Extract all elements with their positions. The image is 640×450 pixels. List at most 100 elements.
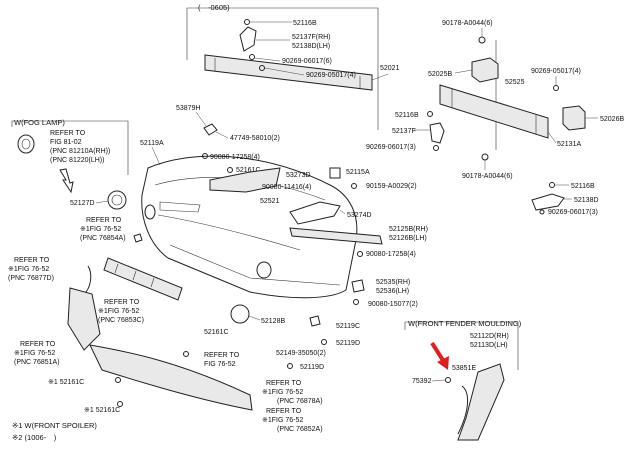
- label-52128B: 52128B: [261, 318, 285, 325]
- note7-l3: (PNC 76852A): [277, 426, 323, 433]
- clip: [183, 351, 189, 357]
- footnote-2: ※2 (1006- ): [12, 433, 57, 442]
- fog-pnc1: (PNC 81210A(RH)): [50, 148, 110, 155]
- bolt: [244, 19, 250, 25]
- bolt: [287, 363, 293, 369]
- nut: [478, 36, 486, 44]
- moulding-bracket: [404, 321, 519, 370]
- bracket-52137F-right: [429, 122, 445, 144]
- grille-bar: [114, 263, 119, 274]
- bolt: [321, 339, 327, 345]
- bracket-53273D: [209, 167, 281, 193]
- label-52525: 52525: [505, 79, 525, 86]
- label-90269-06017-3-b: 90269-06017(3): [548, 209, 598, 216]
- label-47749: 47749-58010(2): [230, 135, 280, 142]
- fog-lamp-group: W(FOG LAMP) REFER TO FIG 81-02 (PNC 8121…: [11, 118, 129, 210]
- front-spoiler: [89, 344, 253, 411]
- fog-cover-lower: [230, 304, 250, 324]
- label-52021: 52021: [380, 65, 400, 72]
- label-52119C: 52119C: [336, 323, 360, 330]
- moulding-76877D: [85, 265, 92, 293]
- label-90080-17258-4-b: 90080-17258(4): [366, 251, 416, 258]
- label-90178-top: 90178-A0044(6): [442, 20, 493, 27]
- grille-76853C: [103, 257, 183, 301]
- bumper-group: 53879H 47749-58010(2) 52119A 90080-17258…: [140, 105, 428, 308]
- top-bracket-line: [186, 7, 379, 14]
- bracket-52026B: [562, 105, 586, 131]
- label-52137F-RH: 52137F(RH): [292, 34, 331, 41]
- fog-hole: [144, 204, 156, 220]
- bolt: [353, 299, 359, 305]
- clip-53879H: [203, 123, 218, 136]
- bolt: [357, 251, 363, 257]
- label-52161C-d: ※1 52161C: [84, 407, 120, 414]
- arrow-icon: [59, 168, 74, 194]
- nut: [481, 153, 489, 161]
- bolt: [202, 153, 208, 159]
- bolt: [553, 85, 559, 91]
- bracket-52025B: [471, 57, 499, 83]
- bolt: [259, 65, 265, 71]
- label-90269-06017-6: 90269-06017(6): [282, 58, 332, 65]
- fog-refer: REFER TO: [50, 130, 86, 137]
- note6-l2: ※1FIG 76-52: [262, 389, 303, 396]
- leader: [339, 209, 346, 215]
- right-group: 90178-A0044(6) 52025B 52525 90269-05017(…: [366, 20, 624, 216]
- label-53273D: 53273D: [286, 172, 311, 179]
- fog-lamp-icon: [17, 134, 35, 154]
- retainer-52125B: [289, 227, 383, 245]
- note2-l3: (PNC 76877D): [8, 275, 54, 282]
- label-52161C-b: 52161C: [204, 329, 229, 336]
- leader: [454, 69, 473, 74]
- red-arrow-icon: [430, 341, 446, 364]
- note6-l3: (PNC 76878A): [277, 398, 323, 405]
- label-52025B: 52025B: [428, 71, 452, 78]
- moulding-title: W(FRONT FENDER MOULDING): [408, 319, 522, 328]
- label-52119D-b: 52119D: [300, 364, 324, 371]
- bolt: [427, 111, 433, 117]
- clip-76854A: [133, 233, 143, 243]
- leader: [95, 200, 109, 204]
- label-90080-17258-4-a: 90080-17258(4): [210, 154, 260, 161]
- clip-52119C: [309, 315, 321, 327]
- top-bracket-label: ( -0605): [198, 3, 230, 12]
- bracket-52137F: [239, 26, 257, 52]
- bolt: [115, 377, 121, 383]
- fog-pnc2: (PNC 81220(LH)): [50, 157, 104, 164]
- label-90269-05017-4-b: 90269-05017(4): [531, 68, 581, 75]
- label-52026B: 52026B: [600, 116, 624, 123]
- note1-l3: (PNC 76854A): [80, 235, 126, 242]
- label-52536-LH: 52536(LH): [376, 288, 409, 295]
- label-52131A: 52131A: [557, 141, 581, 148]
- label-90159: 90159-A0029(2): [366, 183, 417, 190]
- label-52535-RH: 52535(RH): [376, 279, 410, 286]
- fog-hole: [256, 261, 272, 279]
- note7-l1: REFER TO: [266, 408, 302, 415]
- note6-l1: REFER TO: [266, 380, 302, 387]
- label-52161C-c: ※1 52161C: [48, 379, 84, 386]
- label-52126B-LH: 52126B(LH): [389, 235, 427, 242]
- leader: [431, 379, 446, 382]
- note4-l1: REFER TO: [20, 341, 56, 348]
- label-52138D: 52138D: [574, 197, 599, 204]
- top-group: ( -0605) 52021 52116B 52137F(RH) 52138D(…: [186, 3, 400, 130]
- label-52137F: 52137F: [392, 128, 416, 135]
- note3-l3: (PNC 76853C): [98, 317, 144, 324]
- label-52125B-RH: 52125B(RH): [389, 226, 428, 233]
- bolt: [249, 54, 255, 60]
- spoiler-side-76851A: [67, 287, 101, 351]
- leader: [254, 57, 281, 62]
- fog-lamp-cover: [107, 190, 127, 210]
- note3-l2: ※1FIG 76-52: [98, 308, 139, 315]
- bolt: [117, 401, 123, 407]
- bracket-52115A: [329, 167, 341, 179]
- fog-fig: FIG 81-02: [50, 139, 82, 146]
- lower-left-group: REFER TO ※1FIG 76-52 (PNC 76854A) REFER …: [8, 217, 253, 442]
- note4-l3: (PNC 76851A): [14, 359, 60, 366]
- leader: [215, 131, 229, 139]
- bracket-52138D: [531, 193, 565, 211]
- bolt: [351, 183, 357, 189]
- label-52127D: 52127D: [70, 200, 95, 207]
- label-53851E: 53851E: [452, 365, 476, 372]
